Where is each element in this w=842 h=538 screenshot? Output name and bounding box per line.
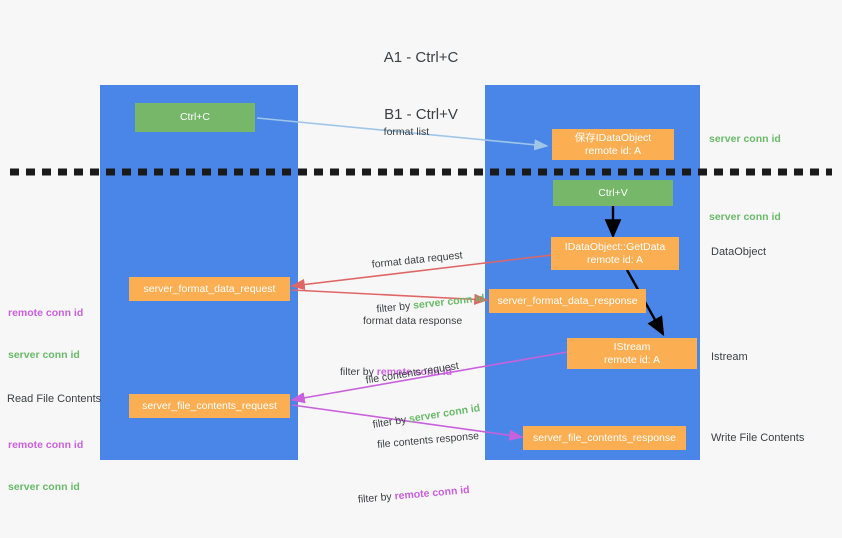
box-save-idataobject-line1: 保存IDataObject bbox=[574, 131, 652, 144]
box-server-format-data-response[interactable]: server_format_data_response bbox=[489, 289, 646, 313]
filter-prefix: filter by bbox=[357, 490, 396, 506]
edge-label-file-contents-request-text: file contents request bbox=[364, 359, 460, 387]
box-istream[interactable]: IStream remote id: A bbox=[567, 338, 697, 369]
edge-label-format-data-request-text: format data request bbox=[371, 249, 464, 271]
annotation-server-conn-id-left-bottom: server conn id bbox=[8, 481, 80, 493]
box-ctrl-c-label: Ctrl+C bbox=[179, 111, 211, 123]
annotation-conn-ids-bottom: remote conn id server conn id bbox=[8, 410, 83, 522]
box-idataobject-getdata-line1: IDataObject::GetData bbox=[564, 240, 666, 253]
box-server-file-contents-response[interactable]: server_file_contents_response bbox=[523, 426, 686, 450]
edge-label-format-list: format list bbox=[372, 110, 430, 155]
box-idataobject-getdata-line2: remote id: A bbox=[586, 253, 644, 266]
diagram-canvas: A1 - Ctrl+C B1 - Ctrl+V A1 remote B1 con… bbox=[7, 49, 832, 506]
filter-value-remote-conn-id: remote conn id bbox=[376, 366, 453, 378]
title-line-1: A1 - Ctrl+C bbox=[383, 49, 459, 66]
annotation-server-conn-id-top: server conn id bbox=[709, 133, 781, 145]
edge-label-format-data-response-text: format data response bbox=[363, 315, 463, 327]
edge-label-file-contents-response: file contents response filter by remote … bbox=[357, 399, 487, 535]
box-server-file-contents-request-label: server_file_contents_request bbox=[142, 399, 277, 412]
edge-label-file-contents-response-text: file contents response bbox=[376, 429, 480, 451]
box-server-format-data-request-label: server_format_data_request bbox=[143, 282, 276, 295]
box-ctrl-c[interactable]: Ctrl+C bbox=[135, 103, 255, 132]
annotation-read-file-contents: Read File Contents bbox=[7, 393, 102, 405]
annotation-remote-conn-id-top: remote conn id bbox=[8, 307, 84, 319]
edge-label-file-contents-response-filter: filter by remote conn id bbox=[357, 482, 484, 508]
box-ctrl-v-label: Ctrl+V bbox=[598, 186, 628, 199]
filter-prefix: filter by bbox=[340, 366, 377, 378]
edge-label-format-list-text: format list bbox=[383, 126, 430, 138]
annotation-server-conn-id-second: server conn id bbox=[709, 211, 781, 223]
box-save-idataobject[interactable]: 保存IDataObject remote id: A bbox=[552, 129, 674, 160]
edge-label-format-data-response: format data response filter by remote co… bbox=[340, 284, 463, 410]
edge-label-format-data-response-filter: filter by remote conn id bbox=[340, 365, 462, 380]
annotation-dataobject: DataObject bbox=[711, 246, 767, 258]
annotation-remote-conn-id-bottom: remote conn id bbox=[8, 439, 84, 451]
annotation-istream: Istream bbox=[711, 351, 748, 363]
box-idataobject-getdata[interactable]: IDataObject::GetData remote id: A bbox=[551, 237, 679, 270]
box-istream-line1: IStream bbox=[613, 340, 651, 353]
box-server-format-data-request[interactable]: server_format_data_request bbox=[129, 277, 290, 301]
box-save-idataobject-line2: remote id: A bbox=[584, 144, 642, 157]
annotation-server-conn-id-left-top: server conn id bbox=[8, 349, 80, 361]
box-server-format-data-response-label: server_format_data_response bbox=[497, 294, 638, 307]
annotation-write-file-contents: Write File Contents bbox=[711, 432, 805, 444]
box-istream-line2: remote id: A bbox=[603, 353, 661, 366]
annotation-conn-ids-top: remote conn id server conn id bbox=[8, 278, 83, 390]
box-server-file-contents-response-label: server_file_contents_response bbox=[532, 431, 676, 444]
box-server-file-contents-request[interactable]: server_file_contents_request bbox=[129, 394, 290, 418]
box-ctrl-v[interactable]: Ctrl+V bbox=[553, 180, 673, 206]
filter-value-remote-conn-id: remote conn id bbox=[394, 484, 471, 503]
